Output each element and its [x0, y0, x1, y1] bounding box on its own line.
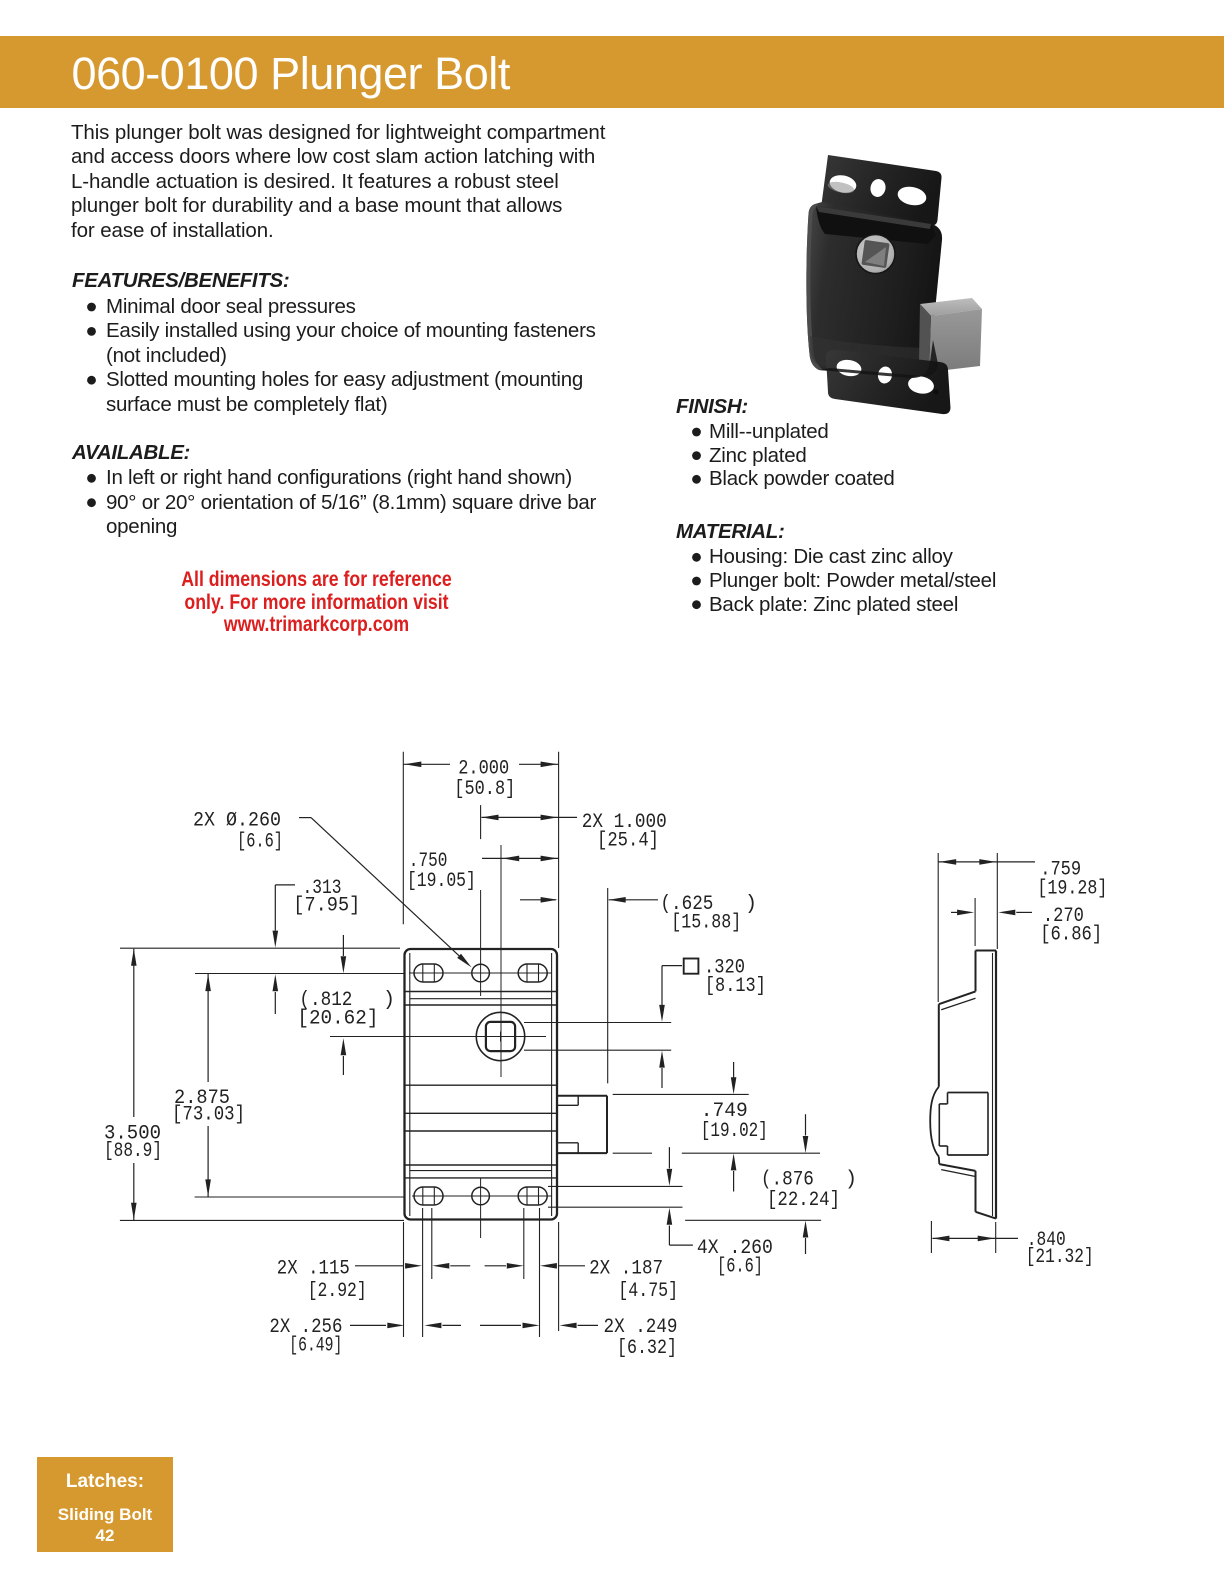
svg-text:(.625: (.625	[660, 893, 713, 916]
svg-text:[20.62]: [20.62]	[297, 1008, 378, 1031]
svg-text:[2.92]: [2.92]	[308, 1280, 367, 1303]
svg-text:2.000: 2.000	[458, 758, 509, 781]
svg-text:[4.75]: [4.75]	[618, 1280, 678, 1303]
svg-text:.320: .320	[704, 957, 745, 980]
svg-text:2X Ø.260: 2X Ø.260	[193, 810, 281, 833]
svg-text:[88.9]: [88.9]	[104, 1140, 162, 1163]
svg-text:[22.24]: [22.24]	[767, 1189, 840, 1212]
svg-text:2.875: 2.875	[174, 1087, 230, 1110]
svg-text:[8.13]: [8.13]	[705, 975, 766, 998]
svg-text:2X .187: 2X .187	[589, 1257, 663, 1280]
svg-text:2X 1.000: 2X 1.000	[582, 811, 667, 834]
svg-text:2X .249: 2X .249	[604, 1316, 678, 1339]
svg-text:.313: .313	[303, 877, 342, 900]
svg-text:[25.4]: [25.4]	[597, 830, 659, 853]
svg-text:2X .256: 2X .256	[269, 1316, 342, 1339]
svg-text:.270: .270	[1043, 905, 1084, 928]
svg-text:[19.05]: [19.05]	[407, 870, 476, 893]
svg-text:.750: .750	[409, 850, 448, 873]
svg-text:[19.28]: [19.28]	[1037, 878, 1107, 901]
svg-text:3.500: 3.500	[104, 1123, 161, 1146]
svg-text:[21.32]: [21.32]	[1026, 1246, 1094, 1269]
svg-text:(.876: (.876	[761, 1168, 814, 1191]
svg-text:[15.88]: [15.88]	[671, 912, 741, 935]
svg-text:[6.86]: [6.86]	[1040, 924, 1102, 947]
svg-text:): )	[845, 1168, 857, 1191]
svg-text:[50.8]: [50.8]	[454, 778, 515, 801]
svg-text:): )	[383, 989, 395, 1012]
svg-text:[6.32]: [6.32]	[617, 1337, 677, 1360]
svg-text:[6.6]: [6.6]	[237, 831, 283, 854]
svg-text:.759: .759	[1040, 859, 1081, 882]
svg-text:): )	[745, 893, 757, 916]
svg-text:.749: .749	[701, 1100, 748, 1123]
svg-text:[7.95]: [7.95]	[293, 894, 360, 917]
svg-text:[19.02]: [19.02]	[701, 1120, 768, 1143]
svg-text:4X .260: 4X .260	[697, 1237, 773, 1260]
svg-text:[73.03]: [73.03]	[172, 1104, 245, 1127]
svg-text:2X .115: 2X .115	[277, 1257, 350, 1280]
svg-text:(.812: (.812	[299, 989, 352, 1012]
svg-text:.840: .840	[1027, 1229, 1066, 1252]
svg-text:[6.6]: [6.6]	[717, 1256, 763, 1279]
svg-text:[6.49]: [6.49]	[289, 1334, 342, 1357]
